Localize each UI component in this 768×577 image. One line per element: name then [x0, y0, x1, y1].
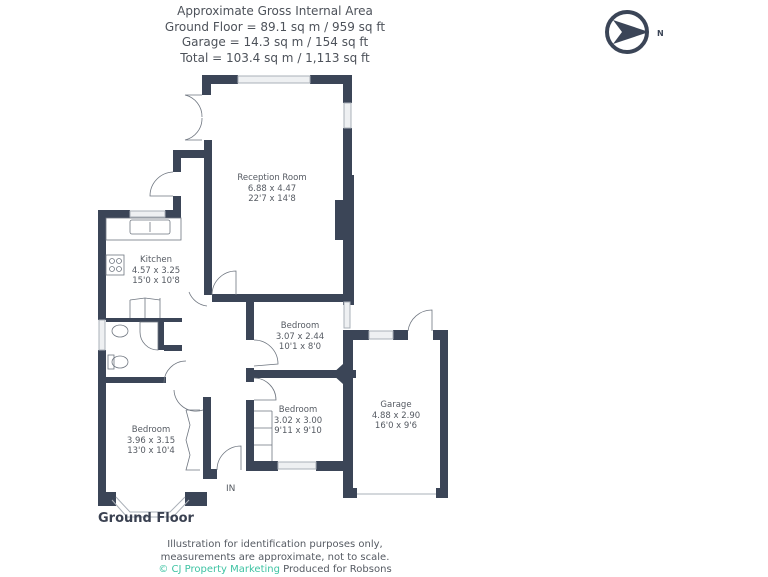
floor-title: Ground Floor	[98, 511, 194, 526]
svg-text:N: N	[657, 29, 664, 38]
fixtures	[105, 217, 182, 370]
area-summary: Approximate Gross Internal Area Ground F…	[140, 4, 410, 66]
doors	[129, 94, 433, 471]
windows	[98, 75, 436, 518]
footer: Illustration for identification purposes…	[140, 539, 410, 577]
north-arrow-icon: N	[605, 10, 664, 54]
walls	[98, 75, 448, 506]
garage-area: Garage = 14.3 sq m / 154 sq ft	[181, 35, 369, 49]
entrance-label: IN	[226, 484, 236, 494]
produced-for: Produced for Robsons	[283, 564, 392, 575]
total-area: Total = 103.4 sq m / 1,113 sq ft	[180, 50, 370, 65]
brand-credit: © CJ Property Marketing	[158, 564, 280, 575]
area-title: Approximate Gross Internal Area	[177, 4, 373, 18]
ground-floor-area: Ground Floor = 89.1 sq m / 959 sq ft	[164, 19, 386, 34]
disclaimer-line-2: measurements are approximate, not to sca…	[160, 551, 390, 563]
compass: N	[603, 6, 673, 58]
disclaimer-line-1: Illustration for identification purposes…	[167, 539, 383, 550]
